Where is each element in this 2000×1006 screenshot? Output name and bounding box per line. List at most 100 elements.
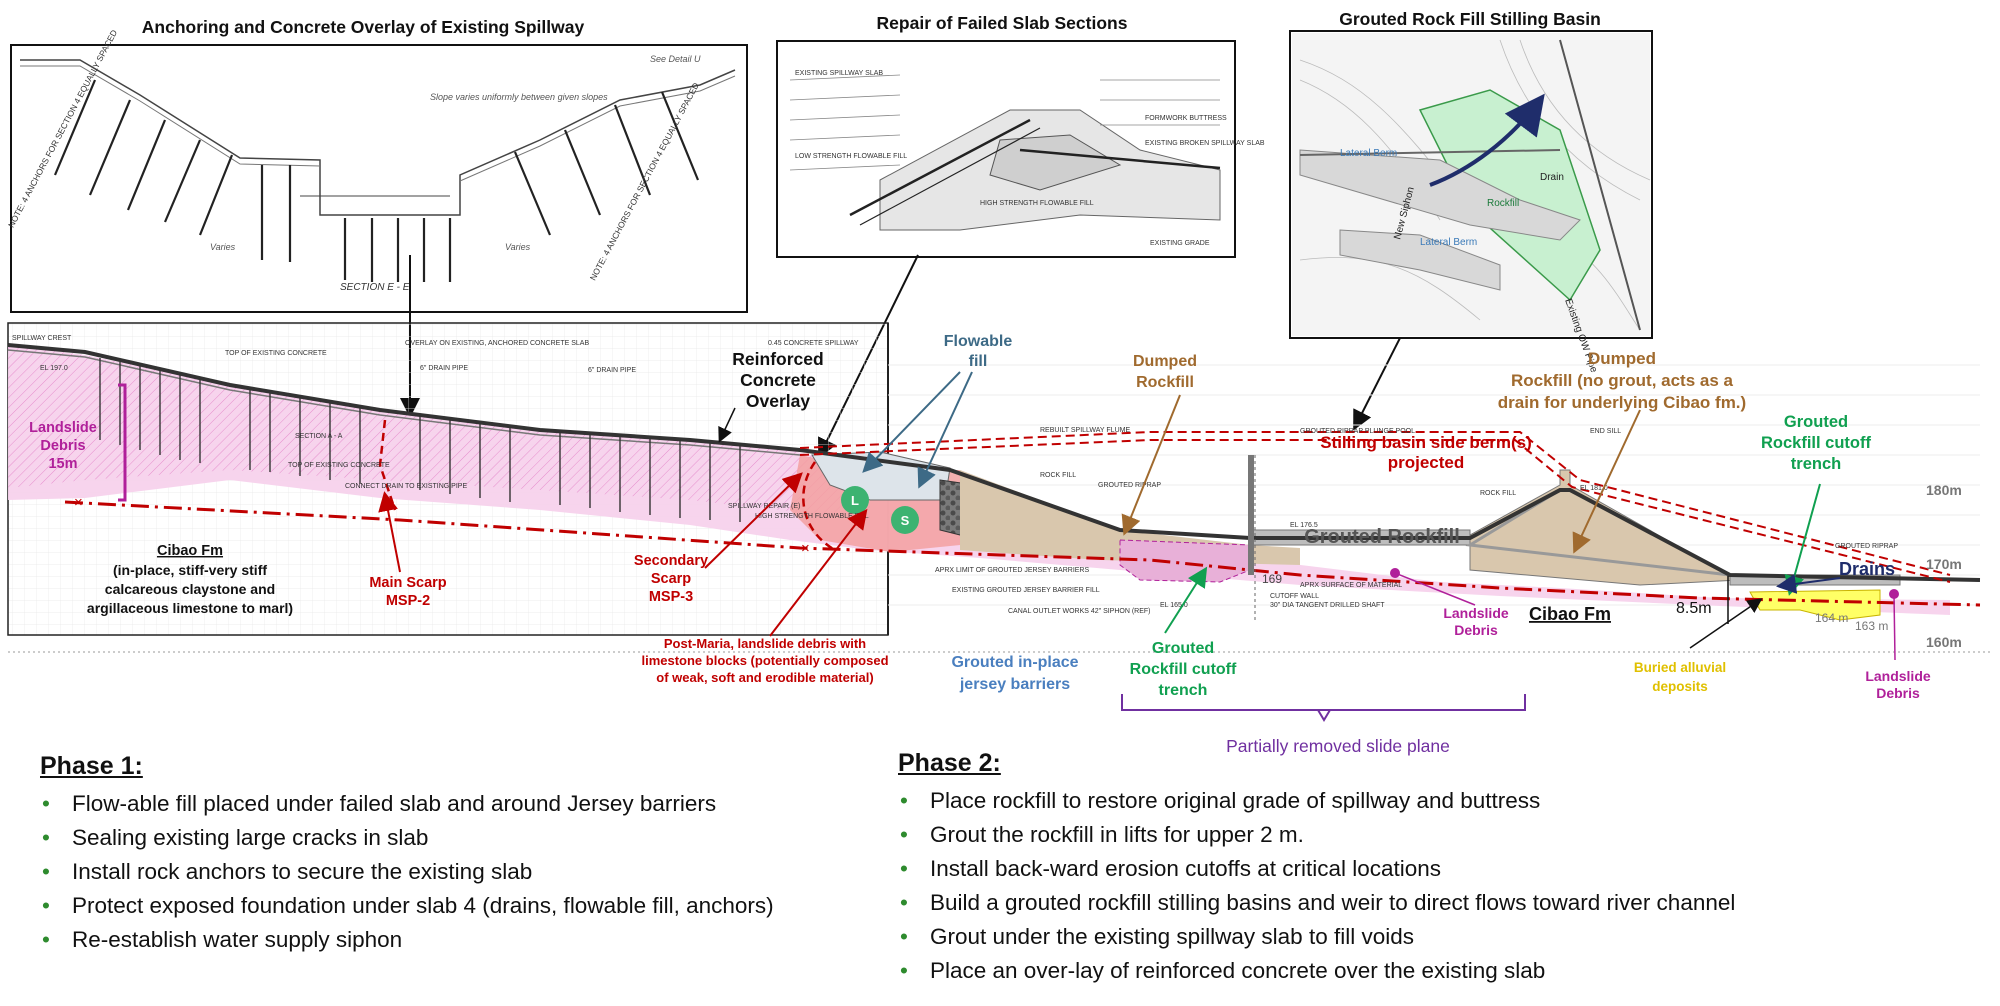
x-marker-mid: × bbox=[801, 540, 810, 557]
list-item: •Sealing existing large cracks in slab bbox=[42, 825, 429, 850]
anno-jersey-limit: APRX LIMIT OF GROUTED JERSEY BARRIERS bbox=[935, 567, 1089, 574]
callout-line: Scarp bbox=[651, 571, 691, 587]
slab-label-1: EXISTING SPILLWAY SLAB bbox=[795, 70, 883, 77]
anno-overlay: OVERLAY ON EXISTING, ANCHORED CONCRETE S… bbox=[405, 340, 589, 347]
anno-spillway-repair: SPILLWAY REPAIR (E) bbox=[728, 503, 800, 510]
x-marker-left: × bbox=[74, 494, 83, 511]
anno-drain-1: 6" DRAIN PIPE bbox=[420, 365, 468, 372]
slab-label-2: LOW STRENGTH FLOWABLE FILL bbox=[795, 153, 907, 160]
anno-el-176: EL 176.5 bbox=[1290, 522, 1318, 529]
callout-line: Dumped bbox=[1588, 349, 1656, 368]
anchoring-note-slope: Slope varies uniformly between given slo… bbox=[430, 92, 608, 102]
inset-slab: EXISTING SPILLWAY SLAB LOW STRENGTH FLOW… bbox=[776, 40, 1265, 258]
anno-el-165: EL 165.0 bbox=[1160, 602, 1188, 609]
callout-line: Debris bbox=[1876, 685, 1920, 701]
arrow-drains bbox=[1776, 573, 1841, 594]
callout-line: Flowable bbox=[944, 333, 1013, 350]
elev-160: 160m bbox=[1926, 634, 1962, 650]
phase2-title: Phase 2: bbox=[898, 749, 1001, 777]
arrow-secondary-scarp bbox=[704, 472, 803, 569]
arrow-overlay bbox=[718, 407, 736, 443]
callout-cibao-left-title: Cibao Fm bbox=[157, 543, 223, 559]
slab-label-4: HIGH STRENGTH FLOWABLE FILL bbox=[980, 200, 1094, 207]
anno-rock-fill-2: ROCK FILL bbox=[1480, 490, 1516, 497]
callout-partially-removed: Partially removed slide plane bbox=[1226, 736, 1450, 756]
anno-spillway-crest: SPILLWAY CREST bbox=[12, 335, 72, 342]
phase2-item-text: Place rockfill to restore original grade… bbox=[930, 788, 1541, 813]
phase1-item-text: Re-establish water supply siphon bbox=[72, 927, 403, 952]
callout-line: jersey barriers bbox=[959, 676, 1070, 693]
phase1-title: Phase 1: bbox=[40, 752, 143, 780]
anchors-right bbox=[513, 91, 700, 236]
callout-line: Concrete bbox=[740, 370, 816, 390]
anno-top-existing-2: TOP OF EXISTING CONCRETE bbox=[288, 462, 390, 469]
callout-line: Overlay bbox=[746, 391, 810, 411]
elev-180: 180m bbox=[1926, 482, 1962, 498]
anno-concrete-spillway: 0.45 CONCRETE SPILLWAY bbox=[768, 340, 859, 347]
profile-section: × × L S 180m 170m 160m 169 164 m 163 m 8… bbox=[7, 322, 1990, 653]
anno-plunge-pool: GROUTED RIPRAP PLUNGE POOL bbox=[1300, 428, 1415, 435]
slide-plane bbox=[64, 500, 1981, 607]
dumped-rockfill-zone-1 bbox=[960, 470, 1300, 565]
anno-surface-material: APRX SURFACE OF MATERIAL bbox=[1300, 582, 1402, 589]
callout-line: Post-Maria, landslide debris with bbox=[664, 636, 866, 651]
cutoff-wall bbox=[1248, 455, 1254, 575]
callout-line: (in-place, stiff-very stiff bbox=[113, 562, 267, 578]
arrow-dumped-2 bbox=[1572, 409, 1641, 554]
arrow-flowable-1 bbox=[862, 371, 961, 473]
callout-line: Grouted bbox=[1784, 413, 1848, 431]
ls-markers: L S bbox=[841, 486, 919, 534]
anno-siphon: CANAL OUTLET WORKS 42" SIPHON (REF) bbox=[1008, 608, 1151, 615]
slab-label-6: EXISTING BROKEN SPILLWAY SLAB bbox=[1145, 140, 1265, 147]
profile-anchors bbox=[99, 358, 741, 522]
phase1-list: •Flow-able fill placed under failed slab… bbox=[40, 787, 774, 957]
anchoring-section-label: SECTION E - E bbox=[340, 282, 410, 293]
callout-line: Rockfill bbox=[1136, 374, 1194, 391]
callout-line: Grouted bbox=[1152, 640, 1214, 657]
phase2-item-text: Place an over-lay of reinforced concrete… bbox=[930, 958, 1546, 983]
anno-section-aa: SECTION A - A bbox=[295, 433, 343, 440]
callout-line: Rockfill cutoff bbox=[1130, 661, 1237, 678]
phase2-item-text: Grout under the existing spillway slab t… bbox=[930, 924, 1414, 949]
callout-line: Dumped bbox=[1133, 353, 1197, 370]
inset-anchoring: NOTE: 4 ANCHORS FOR SECTION 4 EQUALLY SP… bbox=[6, 28, 748, 313]
elev-170: 170m bbox=[1926, 556, 1962, 572]
list-item: •Install rock anchors to secure the exis… bbox=[42, 859, 533, 884]
list-item: •Place rockfill to restore original grad… bbox=[900, 788, 1541, 813]
anchors-left bbox=[53, 79, 234, 236]
callout-cibao-right: Cibao Fm bbox=[1529, 604, 1611, 624]
dim-169: 169 bbox=[1262, 572, 1282, 586]
callout-grouted-rockfill: Grouted Rockfill bbox=[1304, 526, 1460, 548]
callout-line: Rockfill cutoff bbox=[1761, 434, 1872, 452]
phase2-list: •Place rockfill to restore original grad… bbox=[898, 784, 1735, 988]
callout-line: Main Scarp bbox=[369, 575, 446, 591]
callout-line: projected bbox=[1388, 453, 1465, 472]
arrow-dumped-1 bbox=[1121, 394, 1181, 536]
anno-drain-2: 6" DRAIN PIPE bbox=[588, 367, 636, 374]
debris-bracket bbox=[118, 383, 127, 502]
arrow-post-maria bbox=[769, 508, 868, 637]
inset-title-anchoring: Anchoring and Concrete Overlay of Existi… bbox=[142, 17, 585, 37]
dim-164: 164 m bbox=[1815, 611, 1848, 625]
anno-grouted-riprap-1: GROUTED RIPRAP bbox=[1098, 482, 1161, 489]
anno-connect-drain: CONNECT DRAIN TO EXISTING PIPE bbox=[345, 483, 467, 490]
list-item: •Grout under the existing spillway slab … bbox=[900, 924, 1414, 949]
basin-label-lateral-berm-1: Lateral Berm bbox=[1340, 148, 1397, 159]
callout-line: of weak, soft and erodible material) bbox=[656, 670, 873, 685]
list-item: •Install back-ward erosion cutoffs at cr… bbox=[900, 856, 1442, 881]
inset-title-slab: Repair of Failed Slab Sections bbox=[877, 13, 1128, 33]
phase1-item-text: Flow-able fill placed under failed slab … bbox=[72, 791, 717, 816]
inset-basin: Lateral Berm Lateral Berm Rockfill Drain… bbox=[1289, 30, 1653, 375]
spillway-slab bbox=[7, 343, 1981, 582]
